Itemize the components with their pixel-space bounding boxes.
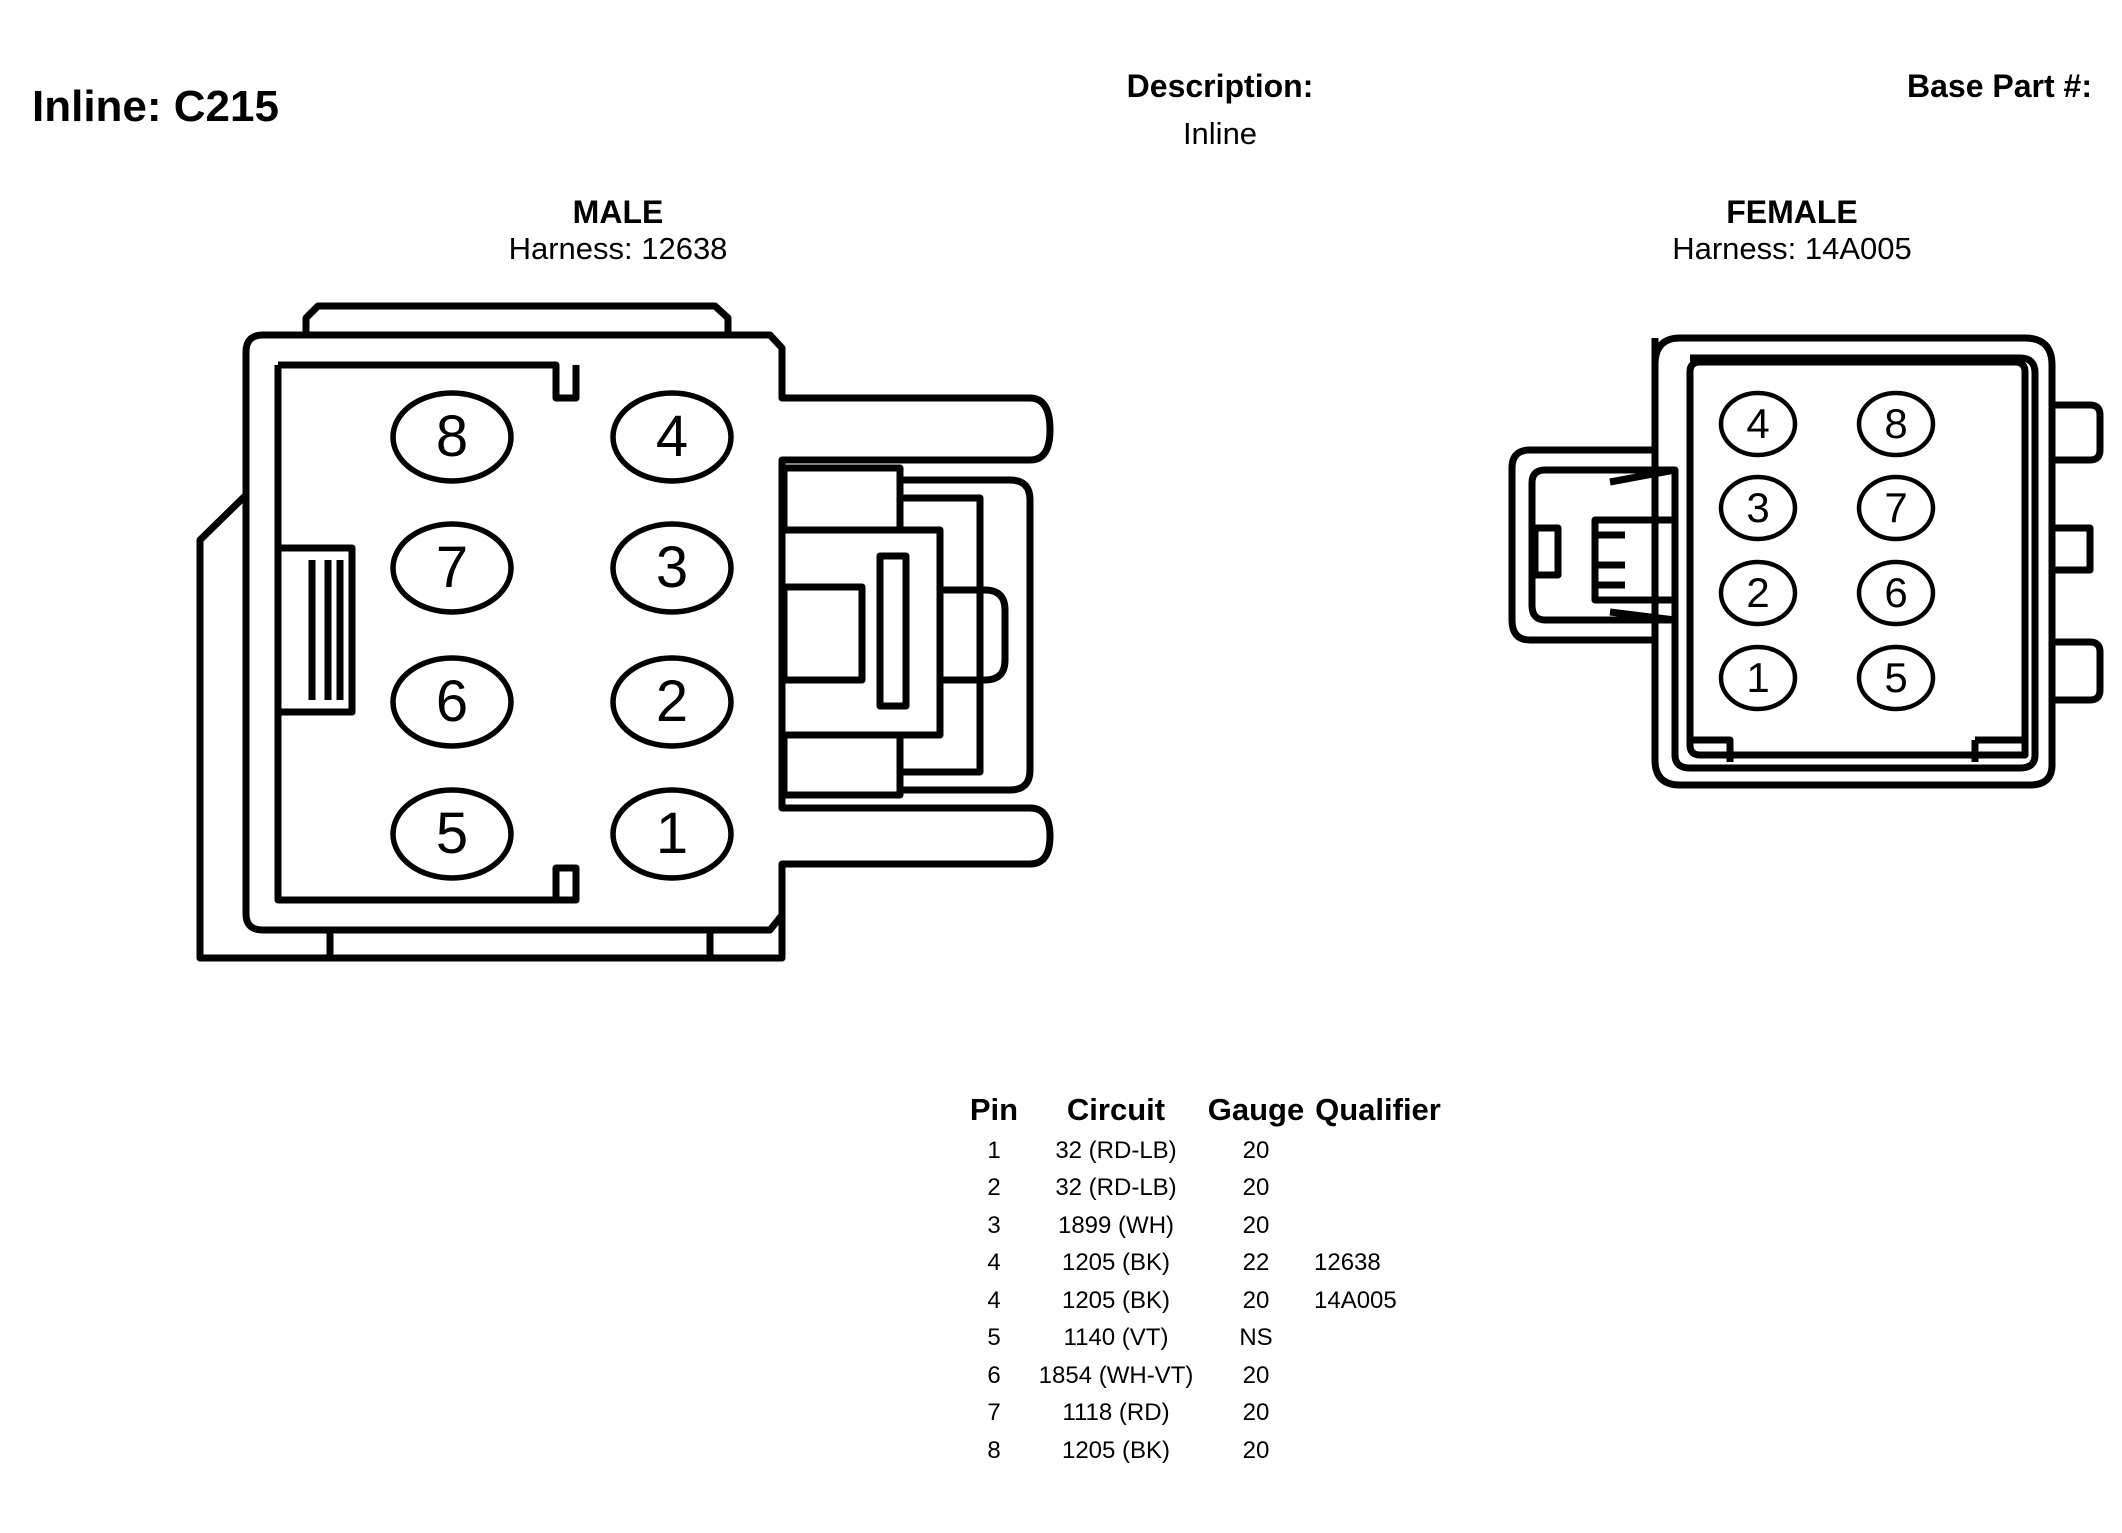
female-pin: 4	[1718, 390, 1798, 458]
cell-gauge: 20	[1242, 1174, 1270, 1202]
header-circuit: Circuit	[1066, 1092, 1166, 1127]
cell-pin: 6	[987, 1361, 1001, 1389]
svg-text:5: 5	[436, 801, 468, 866]
cell-qualifier	[1308, 1170, 1448, 1208]
svg-text:7: 7	[1884, 484, 1907, 531]
male-pin: 5	[390, 787, 514, 881]
male-harness-label: Harness: 12638	[508, 231, 728, 266]
male-pin: 7	[390, 521, 514, 615]
female-pin: 6	[1856, 559, 1936, 627]
table-row: 8 1205 (BK) 20	[960, 1432, 1448, 1470]
female-pin: 5	[1856, 644, 1936, 712]
svg-text:7: 7	[436, 535, 468, 600]
svg-text:1: 1	[656, 801, 688, 866]
svg-text:8: 8	[436, 404, 468, 469]
female-pin: 7	[1856, 474, 1936, 542]
table-row: 2 32 (RD-LB) 20	[960, 1170, 1448, 1208]
cell-pin: 4	[987, 1286, 1001, 1314]
cell-pin: 1	[987, 1136, 1001, 1164]
cell-gauge: 20	[1242, 1361, 1270, 1389]
svg-text:8: 8	[1884, 400, 1907, 447]
cell-circuit: 1118 (RD)	[1062, 1399, 1170, 1427]
cell-gauge: 20	[1242, 1436, 1270, 1464]
cell-qualifier	[1308, 1132, 1448, 1170]
male-pin: 1	[610, 787, 734, 881]
cell-qualifier	[1308, 1320, 1448, 1358]
cell-gauge: NS	[1239, 1324, 1273, 1352]
cell-pin: 2	[987, 1174, 1001, 1202]
cell-pin: 5	[987, 1324, 1001, 1352]
cell-pin: 4	[987, 1249, 1001, 1277]
male-pins: 8 4 7 3 6 2 5 1	[390, 390, 734, 881]
table-row: 1 32 (RD-LB) 20	[960, 1132, 1448, 1170]
male-connector-body	[196, 302, 1054, 962]
page-title: Inline: C215	[32, 82, 279, 131]
female-pin: 8	[1856, 390, 1936, 458]
table-header-row: Pin Circuit Gauge Qualifier	[960, 1088, 1448, 1132]
table-row: 7 1118 (RD) 20	[960, 1395, 1448, 1433]
cell-gauge: 22	[1242, 1249, 1270, 1277]
header-gauge: Gauge	[1207, 1092, 1305, 1127]
male-pin: 2	[610, 655, 734, 749]
cell-gauge: 20	[1242, 1211, 1270, 1239]
female-harness-label: Harness: 14A005	[1672, 231, 1912, 266]
svg-text:3: 3	[656, 535, 688, 600]
female-connector-title: FEMALE	[1726, 194, 1858, 230]
table-row: 4 1205 (BK) 20 14A005	[960, 1282, 1448, 1320]
description-label: Description:	[1126, 68, 1314, 104]
header-qualifier: Qualifier	[1315, 1092, 1441, 1127]
cell-gauge: 20	[1242, 1286, 1270, 1314]
svg-text:6: 6	[436, 669, 468, 734]
cell-gauge: 20	[1242, 1136, 1270, 1164]
svg-text:3: 3	[1746, 484, 1769, 531]
table-row: 5 1140 (VT) NS	[960, 1320, 1448, 1358]
cell-circuit: 1205 (BK)	[1061, 1249, 1171, 1277]
svg-text:1: 1	[1746, 654, 1769, 701]
svg-text:5: 5	[1884, 654, 1907, 701]
cell-qualifier	[1308, 1207, 1448, 1245]
description-value: Inline	[1182, 116, 1258, 151]
male-connector-title: MALE	[572, 194, 664, 230]
svg-text:2: 2	[656, 669, 688, 734]
cell-pin: 8	[987, 1436, 1001, 1464]
male-pin: 4	[610, 390, 734, 484]
svg-text:2: 2	[1746, 569, 1769, 616]
svg-text:6: 6	[1884, 569, 1907, 616]
cell-qualifier	[1308, 1395, 1448, 1433]
cell-circuit: 32 (RD-LB)	[1055, 1174, 1177, 1202]
svg-text:4: 4	[656, 404, 688, 469]
cell-circuit: 1899 (WH)	[1057, 1211, 1175, 1239]
cell-qualifier: 14A005	[1314, 1286, 1397, 1314]
cell-circuit: 1205 (BK)	[1061, 1436, 1171, 1464]
male-pin: 6	[390, 655, 514, 749]
cell-qualifier	[1308, 1432, 1448, 1470]
female-pins: 4 8 3 7 2 6 1 5	[1718, 390, 1936, 712]
cell-qualifier	[1308, 1357, 1448, 1395]
cell-circuit: 1854 (WH-VT)	[1038, 1361, 1194, 1389]
cell-pin: 7	[987, 1399, 1001, 1427]
female-pin: 2	[1718, 559, 1798, 627]
pin-table: Pin Circuit Gauge Qualifier 1 32 (RD-LB)…	[960, 1088, 1448, 1470]
table-row: 6 1854 (WH-VT) 20	[960, 1357, 1448, 1395]
header-pin: Pin	[969, 1092, 1019, 1127]
cell-gauge: 20	[1242, 1399, 1270, 1427]
table-row: 4 1205 (BK) 22 12638	[960, 1245, 1448, 1283]
base-part-label: Base Part #:	[1907, 68, 2092, 104]
female-pin: 1	[1718, 644, 1798, 712]
table-row: 3 1899 (WH) 20	[960, 1207, 1448, 1245]
cell-circuit: 1205 (BK)	[1061, 1286, 1171, 1314]
female-connector-body	[1508, 334, 2104, 789]
cell-circuit: 32 (RD-LB)	[1055, 1136, 1177, 1164]
cell-circuit: 1140 (VT)	[1063, 1324, 1169, 1352]
cell-qualifier: 12638	[1314, 1249, 1381, 1277]
female-pin: 3	[1718, 474, 1798, 542]
cell-pin: 3	[987, 1211, 1001, 1239]
male-pin: 8	[390, 390, 514, 484]
svg-text:4: 4	[1746, 400, 1769, 447]
male-pin: 3	[610, 521, 734, 615]
